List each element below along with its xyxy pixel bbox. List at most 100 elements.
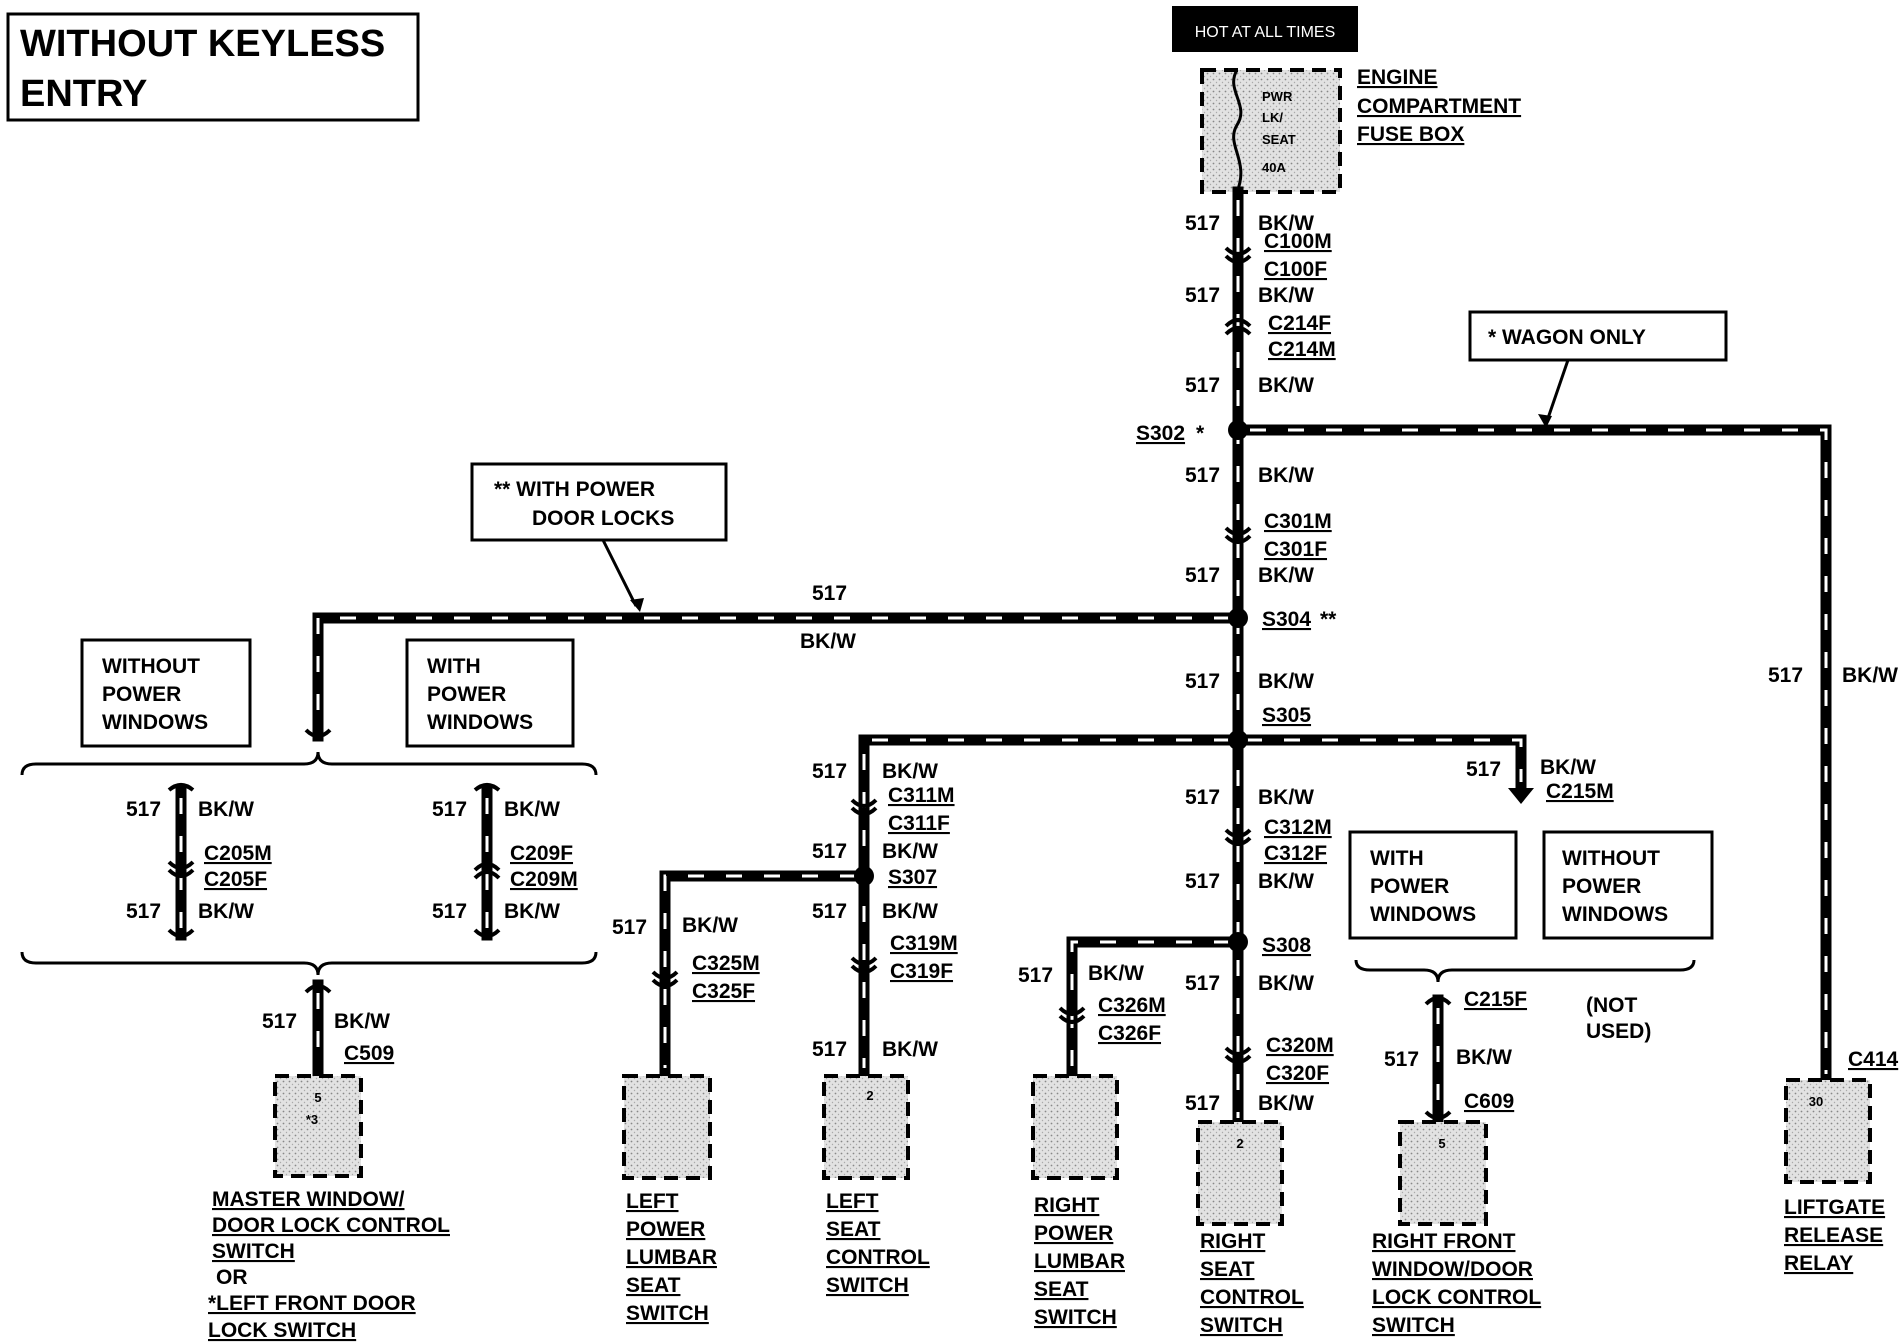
splice-s307 bbox=[854, 866, 874, 886]
svg-text:LOCK SWITCH: LOCK SWITCH bbox=[208, 1319, 356, 1342]
svg-text:C325F: C325F bbox=[692, 980, 755, 1003]
svg-text:SEAT: SEAT bbox=[1200, 1258, 1255, 1281]
svg-text:C215F: C215F bbox=[1464, 988, 1527, 1011]
svg-text:BK/W: BK/W bbox=[1258, 786, 1314, 809]
svg-text:*LEFT FRONT DOOR: *LEFT FRONT DOOR bbox=[208, 1292, 416, 1315]
right-front-labels: C215F 517 BK/W C609 bbox=[1384, 988, 1527, 1113]
door-locks-note-line-2: DOOR LOCKS bbox=[532, 507, 674, 530]
svg-text:517: 517 bbox=[1185, 670, 1220, 693]
s305-right-labels: 517 BK/W C215M bbox=[1466, 756, 1614, 803]
svg-text:517: 517 bbox=[1185, 1092, 1220, 1115]
component-right-front-window-switch: 5 RIGHT FRONT WINDOW/DOOR LOCK CONTROL S… bbox=[1372, 1120, 1541, 1337]
svg-text:C320M: C320M bbox=[1266, 1034, 1334, 1057]
splice-s308 bbox=[1228, 932, 1248, 952]
svg-text:BK/W: BK/W bbox=[1258, 284, 1314, 307]
svg-text:BK/W: BK/W bbox=[1258, 670, 1314, 693]
svg-text:RIGHT: RIGHT bbox=[1034, 1194, 1100, 1217]
svg-text:MASTER WINDOW/: MASTER WINDOW/ bbox=[212, 1188, 405, 1211]
fuse-label-3: SEAT bbox=[1262, 132, 1296, 147]
component-left-seat-control: 2 LEFT SEAT CONTROL SWITCH bbox=[822, 1074, 930, 1297]
svg-text:517: 517 bbox=[1384, 1048, 1419, 1071]
svg-text:WITH: WITH bbox=[427, 655, 481, 678]
svg-text:517: 517 bbox=[812, 760, 847, 783]
svg-text:C319M: C319M bbox=[890, 932, 958, 955]
svg-text:BK/W: BK/W bbox=[1258, 374, 1314, 397]
svg-text:WITH: WITH bbox=[1370, 847, 1424, 870]
svg-text:LUMBAR: LUMBAR bbox=[1034, 1250, 1125, 1273]
svg-text:POWER: POWER bbox=[626, 1218, 705, 1241]
fuse-box-name-1: ENGINE bbox=[1357, 66, 1438, 89]
svg-text:BK/W: BK/W bbox=[882, 1038, 938, 1061]
svg-text:POWER: POWER bbox=[1370, 875, 1449, 898]
svg-text:S304: S304 bbox=[1262, 608, 1311, 631]
s305-left-labels: 517 BK/W C311M C311F 517 BK/W S307 517 B… bbox=[812, 760, 958, 1061]
svg-text:517: 517 bbox=[126, 798, 161, 821]
svg-text:517: 517 bbox=[1185, 564, 1220, 587]
svg-text:BK/W: BK/W bbox=[882, 760, 938, 783]
fuse-box-name-2: COMPARTMENT bbox=[1357, 95, 1521, 118]
splice-s304 bbox=[1228, 608, 1248, 628]
svg-text:C609: C609 bbox=[1464, 1090, 1514, 1113]
svg-text:BK/W: BK/W bbox=[504, 900, 560, 923]
svg-text:WINDOWS: WINDOWS bbox=[427, 711, 533, 734]
svg-text:517: 517 bbox=[432, 798, 467, 821]
svg-text:5: 5 bbox=[1438, 1136, 1445, 1151]
svg-text:C214F: C214F bbox=[1268, 312, 1331, 335]
svg-text:C311F: C311F bbox=[888, 812, 950, 835]
svg-text:RELAY: RELAY bbox=[1784, 1252, 1853, 1275]
svg-text:C509: C509 bbox=[344, 1042, 394, 1065]
wagon-only-note: * WAGON ONLY bbox=[1468, 310, 1728, 428]
svg-text:517: 517 bbox=[1185, 464, 1220, 487]
s304-branch-labels: 517 BK/W bbox=[800, 582, 856, 653]
s307-branch-labels: 517 BK/W C325M C325F bbox=[612, 914, 760, 1003]
svg-text:BK/W: BK/W bbox=[1258, 972, 1314, 995]
left-group-labels: 517 BK/W C205M C205F 517 BK/W 517 BK/W C… bbox=[126, 798, 578, 1065]
brace-top-left bbox=[20, 751, 598, 776]
svg-text:BK/W: BK/W bbox=[1088, 962, 1144, 985]
not-used-line-2: USED) bbox=[1586, 1020, 1651, 1043]
svg-text:BK/W: BK/W bbox=[1258, 464, 1314, 487]
brace-bottom-left bbox=[20, 951, 598, 976]
svg-text:517: 517 bbox=[1185, 786, 1220, 809]
svg-text:517: 517 bbox=[432, 900, 467, 923]
svg-text:C209M: C209M bbox=[510, 868, 578, 891]
svg-text:RIGHT FRONT: RIGHT FRONT bbox=[1372, 1230, 1516, 1253]
svg-text:30: 30 bbox=[1809, 1094, 1823, 1109]
splice-s305 bbox=[1228, 730, 1248, 750]
trunk-labels: 517 BK/W C100M C100F 517 BK/W C214F C214… bbox=[1136, 212, 1337, 1115]
svg-text:C311M: C311M bbox=[888, 784, 955, 807]
svg-text:BK/W: BK/W bbox=[882, 900, 938, 923]
svg-text:C301M: C301M bbox=[1264, 510, 1332, 533]
svg-text:517: 517 bbox=[1768, 664, 1803, 687]
svg-text:BK/W: BK/W bbox=[334, 1010, 390, 1033]
svg-text:BK/W: BK/W bbox=[1842, 664, 1898, 687]
svg-text:C414: C414 bbox=[1848, 1048, 1899, 1071]
svg-text:S308: S308 bbox=[1262, 934, 1311, 957]
svg-text:2: 2 bbox=[1236, 1136, 1243, 1151]
svg-text:517: 517 bbox=[1018, 964, 1053, 987]
svg-text:S302: S302 bbox=[1136, 422, 1185, 445]
svg-text:BK/W: BK/W bbox=[1540, 756, 1596, 779]
svg-text:SWITCH: SWITCH bbox=[212, 1240, 295, 1263]
connector-marks bbox=[167, 246, 1452, 1120]
svg-text:BK/W: BK/W bbox=[1258, 870, 1314, 893]
svg-text:517: 517 bbox=[1185, 212, 1220, 235]
svg-text:WINDOWS: WINDOWS bbox=[1370, 903, 1476, 926]
svg-text:S305: S305 bbox=[1262, 704, 1311, 727]
svg-text:C100F: C100F bbox=[1264, 258, 1327, 281]
option-box-with-power-windows-right: WITH POWER WINDOWS bbox=[1348, 830, 1518, 940]
svg-text:517: 517 bbox=[262, 1010, 297, 1033]
hot-label: HOT AT ALL TIMES bbox=[1195, 24, 1336, 41]
svg-text:POWER: POWER bbox=[427, 683, 506, 706]
svg-text:DOOR LOCK CONTROL: DOOR LOCK CONTROL bbox=[212, 1214, 450, 1237]
svg-text:517: 517 bbox=[812, 1038, 847, 1061]
splice-s302 bbox=[1228, 420, 1248, 440]
splices bbox=[854, 420, 1248, 952]
svg-text:SWITCH: SWITCH bbox=[1034, 1306, 1117, 1329]
svg-text:SWITCH: SWITCH bbox=[1200, 1314, 1283, 1337]
fuse-box-name-3: FUSE BOX bbox=[1357, 123, 1464, 146]
component-left-power-lumbar: LEFT POWER LUMBAR SEAT SWITCH bbox=[622, 1074, 717, 1325]
svg-text:WITHOUT: WITHOUT bbox=[1562, 847, 1660, 870]
option-box-without-power-windows-left: WITHOUT POWER WINDOWS bbox=[80, 638, 252, 748]
